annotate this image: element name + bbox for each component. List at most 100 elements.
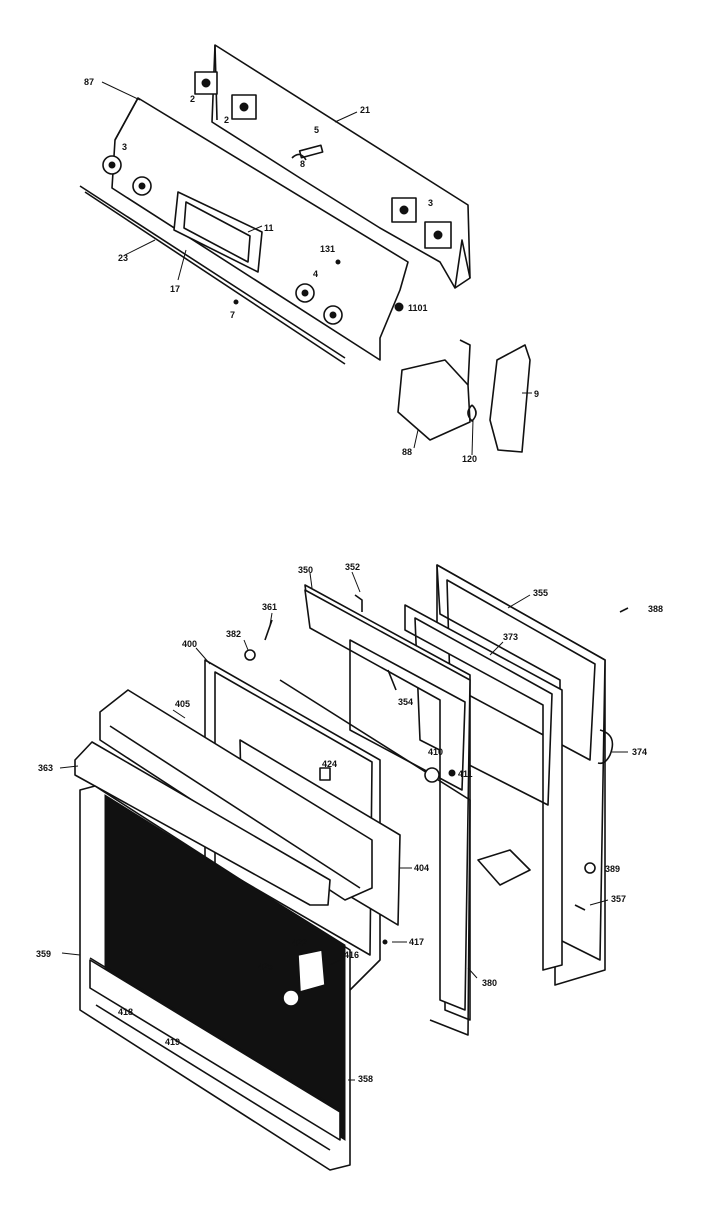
label-357: 357 xyxy=(611,894,626,904)
washer-382 xyxy=(244,649,256,661)
switch-shaft-1 xyxy=(201,78,211,88)
label-411: 411 xyxy=(458,769,473,779)
leader-355 xyxy=(507,594,531,609)
label-352: 352 xyxy=(345,562,360,572)
label-11: 11 xyxy=(264,223,274,233)
screw-417 xyxy=(382,939,388,945)
trim-strip xyxy=(79,185,346,359)
leader-405 xyxy=(172,709,186,719)
door-frame-373 xyxy=(404,604,563,971)
control-panel-assembly xyxy=(79,44,532,456)
label-8: 8 xyxy=(300,159,305,169)
leader-352 xyxy=(351,571,361,593)
handle-trim-363 xyxy=(74,741,331,906)
clip-354 xyxy=(387,669,397,691)
screw-7 xyxy=(233,299,239,305)
door-handle-405-groove xyxy=(109,725,361,889)
screw-411 xyxy=(448,769,456,777)
label-3b: 3 xyxy=(428,198,433,208)
leader-359 xyxy=(61,952,81,956)
window-frame-373 xyxy=(414,617,553,806)
clip-120 xyxy=(467,404,477,422)
label-425: 425 xyxy=(258,962,273,972)
switch-shaft-3 xyxy=(399,205,409,215)
door-bottom-rail-upper xyxy=(89,957,341,1111)
leader-361 xyxy=(269,612,273,626)
inner-window-350 xyxy=(349,639,466,791)
leader-363 xyxy=(59,765,79,769)
trim-strip-lower xyxy=(84,191,346,365)
switch-rear-4 xyxy=(424,221,452,249)
oven-door-assembly xyxy=(59,564,629,1171)
label-120: 120 xyxy=(462,454,477,464)
label-410: 410 xyxy=(428,747,443,757)
glass-support-frame xyxy=(279,679,471,1036)
label-2: 2 xyxy=(190,94,195,104)
knob-2-center xyxy=(138,182,146,190)
label-418: 418 xyxy=(118,1007,133,1017)
label-404: 404 xyxy=(414,863,429,873)
label-380: 380 xyxy=(482,978,497,988)
door-bottom-rail xyxy=(89,959,341,1141)
leader-21 xyxy=(334,111,358,123)
label-358: 358 xyxy=(358,1074,373,1084)
label-374: 374 xyxy=(632,747,647,757)
label-355: 355 xyxy=(533,588,548,598)
clip-8 xyxy=(291,153,307,161)
label-4: 4 xyxy=(313,269,318,279)
leader-120 xyxy=(471,419,474,456)
label-350: 350 xyxy=(298,565,313,575)
leader-11 xyxy=(247,225,263,233)
leader-400 xyxy=(195,647,211,665)
leader-380 xyxy=(467,967,478,979)
clock-face xyxy=(183,201,251,263)
side-trim xyxy=(489,344,531,453)
label-3: 3 xyxy=(122,142,127,152)
gasket-374 xyxy=(597,729,614,765)
label-23: 23 xyxy=(118,253,128,263)
label-417: 417 xyxy=(409,937,424,947)
outer-door-glass-358 xyxy=(104,794,346,1141)
label-1101: 1101 xyxy=(408,303,428,313)
screw-361 xyxy=(264,619,273,641)
leader-23 xyxy=(124,239,156,256)
front-control-panel xyxy=(111,97,409,361)
label-359: 359 xyxy=(36,949,51,959)
leader-382 xyxy=(243,639,249,651)
label-388: 388 xyxy=(648,604,663,614)
label-88: 88 xyxy=(402,447,412,457)
switch-shaft-2 xyxy=(239,102,249,112)
knob-1-center xyxy=(108,161,116,169)
label-400: 400 xyxy=(182,639,197,649)
leader-416 xyxy=(329,959,341,966)
label-422: 422 xyxy=(292,938,307,948)
label-87: 87 xyxy=(84,77,94,87)
label-21: 21 xyxy=(360,105,370,115)
label-17: 17 xyxy=(170,284,180,294)
latch-knob-425 xyxy=(282,989,300,1007)
knob-3-center xyxy=(301,289,309,297)
latch-422 xyxy=(297,949,326,993)
rear-backguard-bracket xyxy=(454,239,471,289)
label-373: 373 xyxy=(503,632,518,642)
bushing-410 xyxy=(424,767,440,783)
leader-88 xyxy=(413,429,419,449)
switch-shaft-4 xyxy=(433,230,443,240)
leader-357 xyxy=(589,899,609,906)
leader-373 xyxy=(489,641,504,656)
label-363: 363 xyxy=(38,763,53,773)
screw-131 xyxy=(335,259,341,265)
label-424: 424 xyxy=(322,759,337,769)
inner-panel-350-face xyxy=(304,589,471,1011)
label-7: 7 xyxy=(230,310,235,320)
label-2b: 2 xyxy=(224,115,229,125)
screw-357 xyxy=(574,904,586,911)
door-handle-405 xyxy=(99,689,373,901)
label-361: 361 xyxy=(262,602,277,612)
clock-timer xyxy=(173,191,263,273)
rear-backguard xyxy=(211,44,471,289)
label-405: 405 xyxy=(175,699,190,709)
label-131: 131 xyxy=(320,244,335,254)
